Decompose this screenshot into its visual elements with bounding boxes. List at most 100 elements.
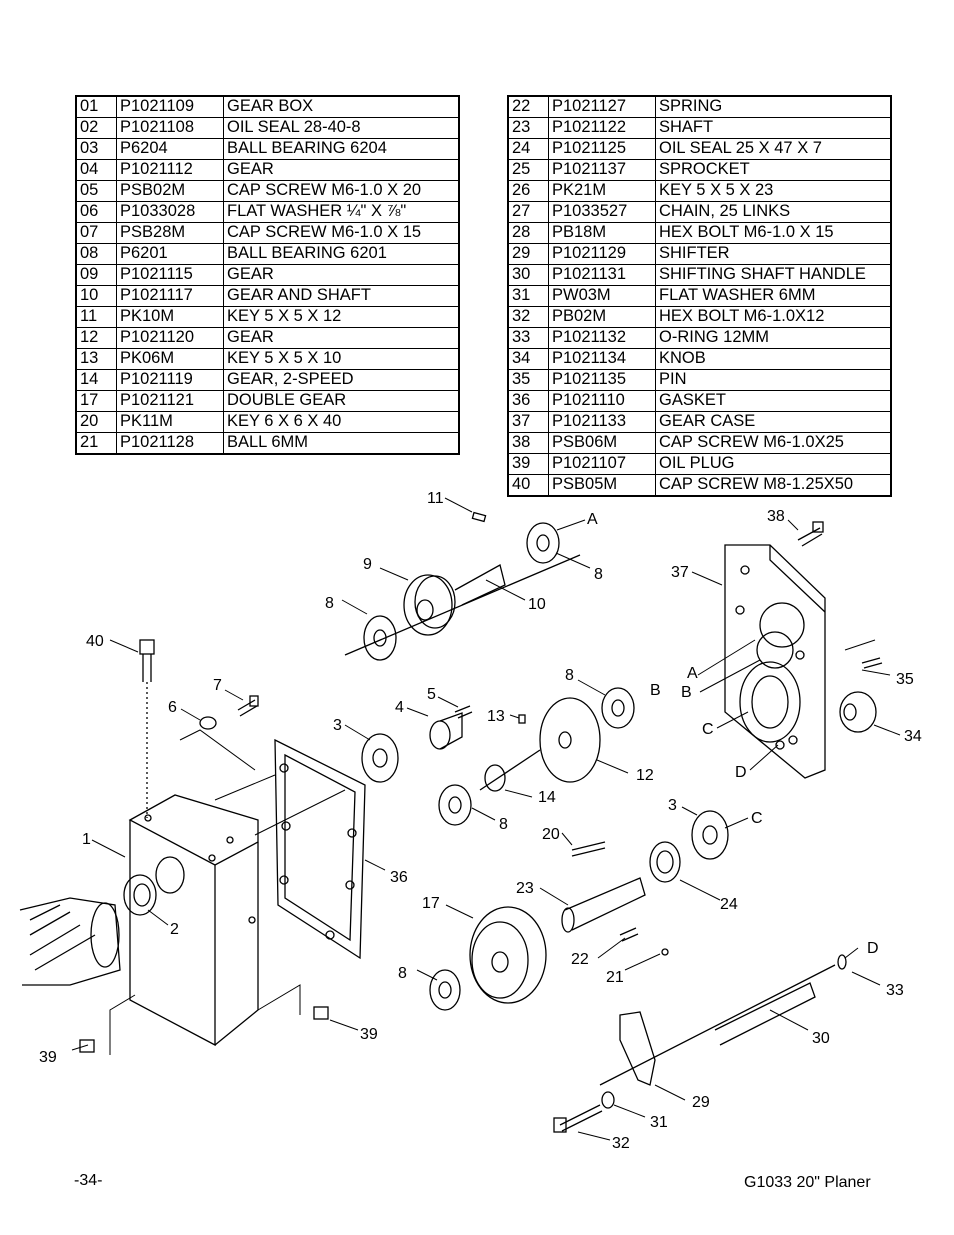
callout: 13 (487, 708, 505, 725)
lower-shaft-drawing (429, 810, 729, 1011)
gasket-drawing (274, 738, 366, 960)
callout: 11 (427, 490, 444, 507)
description-cell: HEX BOLT M6-1.0 X 15 (655, 222, 892, 244)
part-number-cell: P6201 (116, 243, 224, 265)
callout: 4 (395, 699, 404, 716)
callout: 31 (650, 1114, 668, 1131)
description-cell: HEX BOLT M6-1.0X12 (655, 306, 892, 328)
callout: 1 (82, 831, 91, 848)
callout: 10 (528, 596, 546, 613)
callout: 40 (86, 633, 104, 650)
description-cell: CAP SCREW M8-1.25X50 (655, 474, 892, 497)
ref-cell: 24 (507, 138, 549, 160)
part-number-cell: P1021122 (548, 117, 656, 139)
callout: 8 (565, 667, 574, 684)
callout-labels: 11 A 9 8 10 8 38 37 40 A B 35 8 B 7 6 5 … (39, 490, 922, 1152)
description-cell: GEAR AND SHAFT (223, 285, 460, 307)
screws-drawing (79, 639, 329, 1053)
callout: 8 (499, 816, 508, 833)
callout: 32 (612, 1135, 630, 1152)
part-number-cell: PB18M (548, 222, 656, 244)
callout: B (650, 682, 661, 699)
callout: 9 (363, 556, 372, 573)
part-number-cell: P1021132 (548, 327, 656, 349)
callout: 24 (720, 896, 738, 913)
part-number-cell: PSB06M (548, 432, 656, 454)
ref-cell: 09 (75, 264, 117, 286)
description-cell: PIN (655, 369, 892, 391)
description-cell: OIL SEAL 25 X 47 X 7 (655, 138, 892, 160)
description-cell: CAP SCREW M6-1.0 X 15 (223, 222, 460, 244)
part-number-cell: P1021108 (116, 117, 224, 139)
callout: 23 (516, 880, 534, 897)
part-number-cell: P1021128 (116, 432, 224, 455)
part-number-cell: P1021121 (116, 390, 224, 412)
description-cell: KEY 6 X 6 X 40 (223, 411, 460, 433)
ref-cell: 35 (507, 369, 549, 391)
description-cell: GEAR (223, 264, 460, 286)
model-name: G1033 20" Planer (744, 1174, 871, 1191)
ref-cell: 20 (75, 411, 117, 433)
ref-cell: 22 (507, 95, 549, 118)
description-cell: OIL SEAL 28-40-8 (223, 117, 460, 139)
part-number-cell: P1021135 (548, 369, 656, 391)
part-number-cell: P1021125 (548, 138, 656, 160)
description-cell: GEAR (223, 327, 460, 349)
part-number-cell: PSB28M (116, 222, 224, 244)
ref-cell: 39 (507, 453, 549, 475)
callout: 14 (538, 789, 556, 806)
part-number-cell: P1033028 (116, 201, 224, 223)
callout: 20 (542, 826, 560, 843)
description-cell: SHIFTING SHAFT HANDLE (655, 264, 892, 286)
callout: 30 (812, 1030, 830, 1047)
callout: 36 (390, 869, 408, 886)
description-cell: KNOB (655, 348, 892, 370)
callout: 3 (668, 797, 677, 814)
description-cell: OIL PLUG (655, 453, 892, 475)
part-number-cell: P1021137 (548, 159, 656, 181)
ref-cell: 14 (75, 369, 117, 391)
callout: D (735, 764, 747, 781)
callout: 39 (39, 1049, 57, 1066)
callout: 2 (170, 921, 179, 938)
callout: 8 (594, 566, 603, 583)
callout: A (587, 511, 598, 528)
callout: 17 (422, 895, 440, 912)
callout: 8 (325, 595, 334, 612)
callout: 3 (333, 717, 342, 734)
ref-cell: 34 (507, 348, 549, 370)
callout: 29 (692, 1094, 710, 1111)
oil-seal-drawing (123, 874, 157, 916)
part-number-cell: P1021120 (116, 327, 224, 349)
ref-cell: 31 (507, 285, 549, 307)
upper-shaft-drawing (344, 511, 581, 661)
part-number-cell: PK11M (116, 411, 224, 433)
callout: 21 (606, 969, 624, 986)
description-cell: KEY 5 X 5 X 12 (223, 306, 460, 328)
callout: C (751, 810, 763, 827)
shifter-drawing (553, 954, 847, 1133)
callout: 34 (904, 728, 922, 745)
leader-lines (71, 497, 901, 1141)
part-number-cell: P1021131 (548, 264, 656, 286)
callout: 7 (213, 677, 222, 694)
part-number-cell: P1021107 (548, 453, 656, 475)
